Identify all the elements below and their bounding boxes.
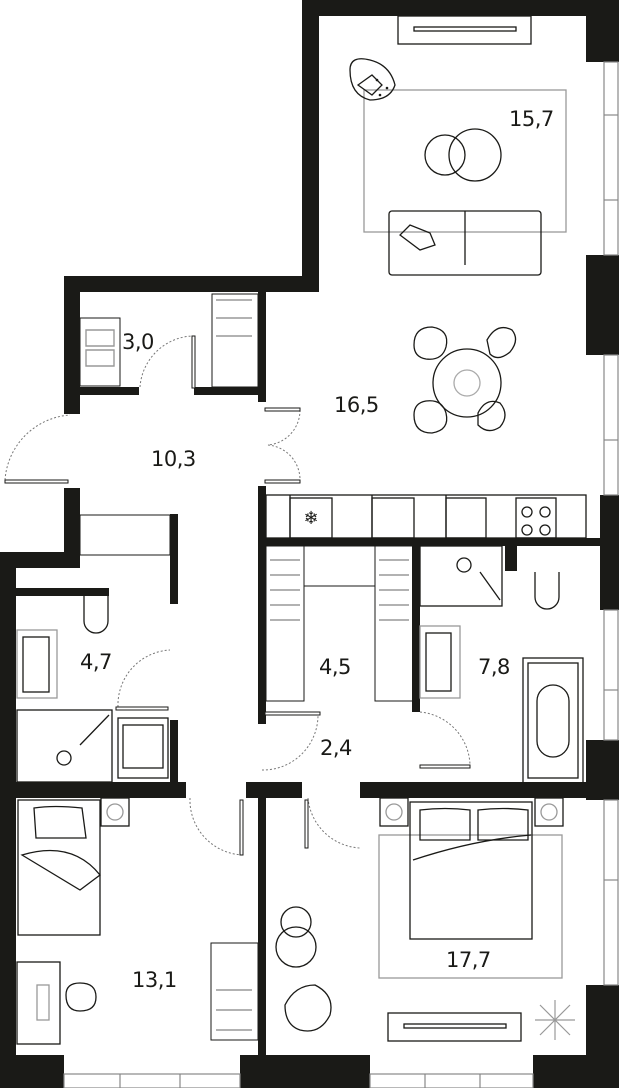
area-label-corridor: 2,4	[320, 736, 352, 760]
area-label-bedroom-left: 13,1	[132, 968, 177, 992]
area-label-bathroom-left: 4,7	[80, 650, 112, 674]
bathroom-right-fixtures	[419, 545, 584, 784]
bathroom-left-fixtures	[16, 596, 169, 783]
wardrobes	[79, 293, 414, 1041]
area-label-bathroom-right: 7,8	[478, 655, 510, 679]
area-label-closet-entry: 3,0	[122, 330, 154, 354]
door-leaves	[4, 335, 471, 856]
kitchen-counter	[265, 494, 587, 539]
plant-icon	[535, 1000, 575, 1040]
area-label-kitchen-dining: 16,5	[334, 393, 379, 417]
dining-furniture	[413, 326, 517, 434]
kitchen-icons: ❄	[303, 508, 318, 529]
area-label-bedroom-master: 17,7	[446, 948, 491, 972]
bedroom-left-furniture	[16, 797, 130, 1045]
freezer-icon: ❄	[303, 508, 318, 529]
bedroom-master-furniture	[275, 797, 564, 1042]
area-label-walk-in-closet: 4,5	[319, 655, 351, 679]
area-label-living: 15,7	[509, 107, 554, 131]
doors	[4, 335, 471, 856]
living-room-furniture	[349, 15, 567, 276]
living-dots	[375, 78, 389, 97]
area-label-hall: 10,3	[151, 447, 196, 471]
windows	[63, 61, 619, 1088]
